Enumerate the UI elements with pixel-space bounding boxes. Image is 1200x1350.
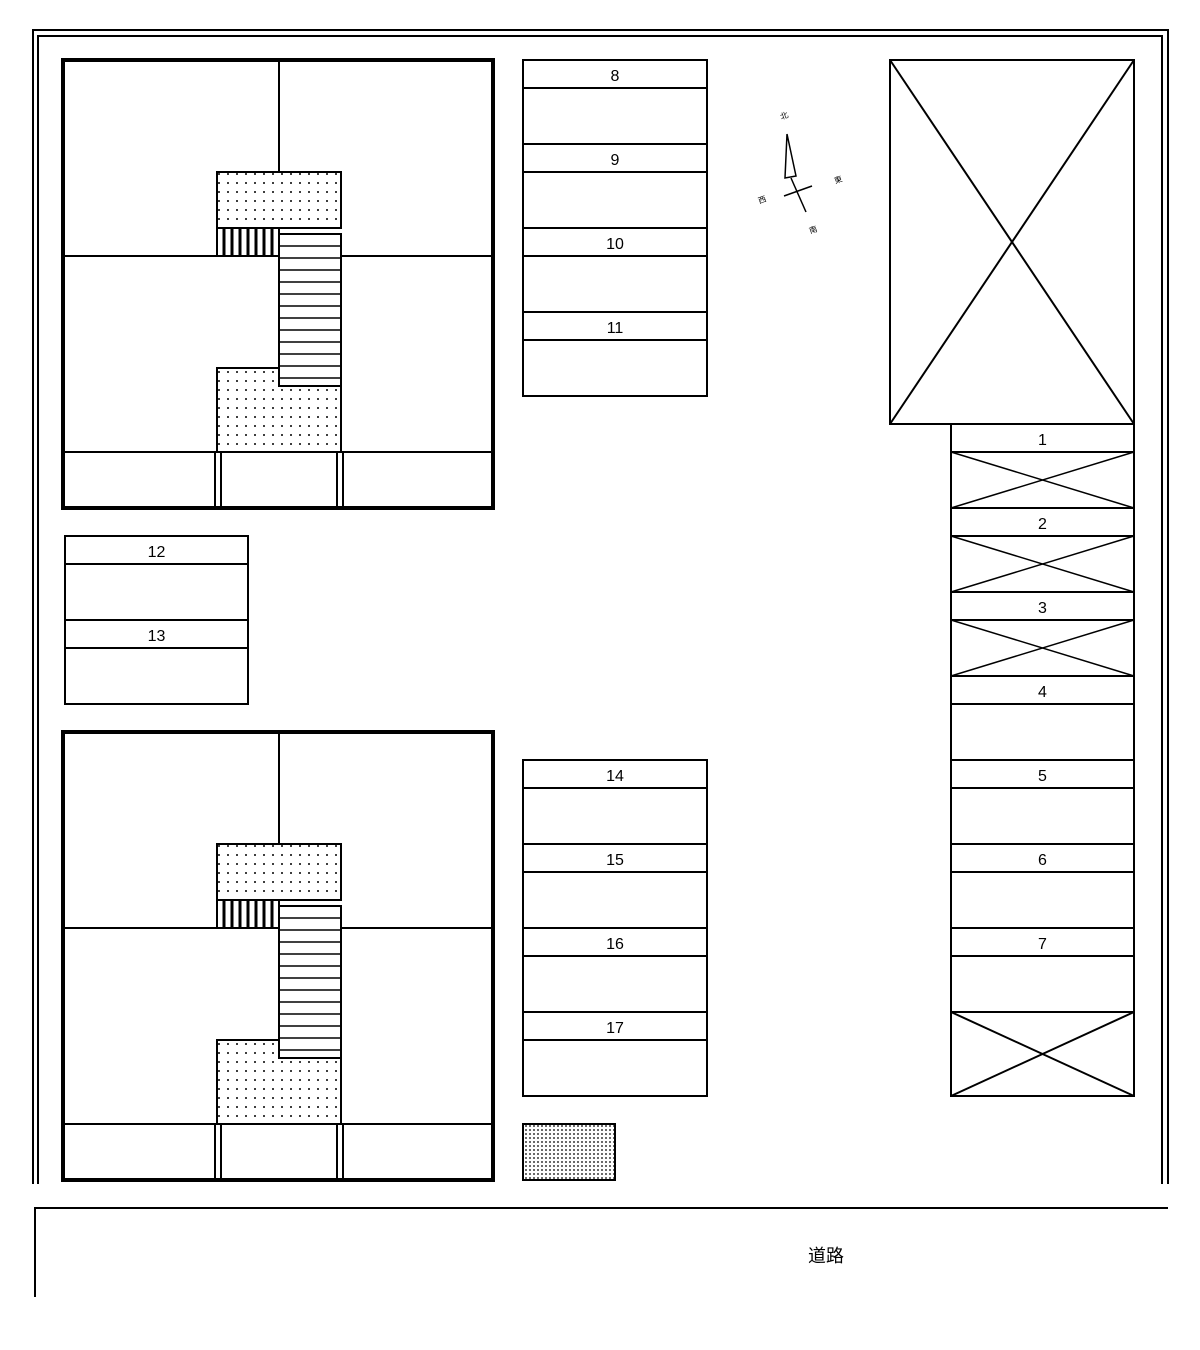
- compass-south: 南: [808, 224, 819, 236]
- parking-slot: 12: [64, 535, 249, 621]
- slot-column-left: 12 13: [64, 535, 249, 705]
- slot-number: 2: [1038, 516, 1047, 533]
- unavailable-area-top-right: [889, 59, 1135, 425]
- parking-slot: 2: [950, 507, 1135, 593]
- hatched-legend-swatch: [522, 1123, 616, 1181]
- parking-slot: 10: [522, 227, 708, 313]
- unavailable-area-bottom-right: [950, 1011, 1135, 1097]
- parking-slot: 14: [522, 759, 708, 845]
- compass-east: 東: [833, 174, 844, 186]
- parking-slot: 16: [522, 927, 708, 1013]
- stair-treads-vertical: [222, 900, 274, 928]
- compass-north: 北: [779, 110, 790, 121]
- slot-column-top-middle: 8 9 10 11: [522, 59, 708, 397]
- slot-number: 7: [1038, 936, 1047, 953]
- parking-slot: 8: [522, 59, 708, 145]
- slot-number: 13: [148, 628, 166, 645]
- slot-number: 1: [1038, 432, 1047, 449]
- slot-number: 5: [1038, 768, 1047, 785]
- compass-arrow: [783, 133, 813, 213]
- slot-number: 9: [611, 152, 620, 169]
- slot-number: 8: [611, 68, 620, 85]
- parking-slot: 6: [950, 843, 1135, 929]
- parking-slot: 3: [950, 591, 1135, 677]
- road-label: 道路: [808, 1246, 844, 1267]
- parking-slot: 7: [950, 927, 1135, 1013]
- road: 道路: [34, 1207, 1168, 1297]
- slot-number: 12: [148, 544, 166, 561]
- slot-number: 6: [1038, 852, 1047, 869]
- slot-number: 17: [606, 1020, 624, 1037]
- slot-number: 4: [1038, 684, 1047, 701]
- parking-slot: 1: [950, 423, 1135, 509]
- parking-slot: 5: [950, 759, 1135, 845]
- slot-number: 15: [606, 852, 624, 869]
- parking-slot: 11: [522, 311, 708, 397]
- apartment-building-south: [61, 730, 495, 1182]
- apartment-building-north: [61, 58, 495, 510]
- parking-slot: 17: [522, 1011, 708, 1097]
- stair-treads-horizontal: [279, 245, 341, 379]
- slot-column-right: 1 2 3 4 5 6 7: [950, 423, 1135, 1013]
- slot-column-bottom-middle: 14 15 16 17: [522, 759, 708, 1097]
- slot-number: 14: [606, 768, 624, 785]
- property-boundary: [32, 29, 1169, 1184]
- compass-west: 西: [757, 194, 768, 205]
- slot-number: 10: [606, 236, 624, 253]
- stair-treads-vertical: [222, 228, 274, 256]
- slot-number: 16: [606, 936, 624, 953]
- slot-number: 11: [607, 320, 624, 337]
- parking-slot: 9: [522, 143, 708, 229]
- parking-slot: 13: [64, 619, 249, 705]
- parking-slot: 15: [522, 843, 708, 929]
- slot-number: 3: [1038, 600, 1047, 617]
- compass-rose: 北 南 東 西: [757, 110, 844, 235]
- parking-slot: 4: [950, 675, 1135, 761]
- stair-treads-horizontal: [279, 917, 341, 1051]
